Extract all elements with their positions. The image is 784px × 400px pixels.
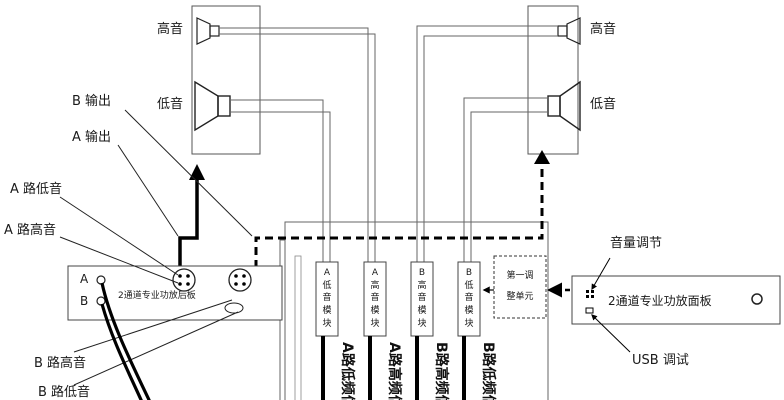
module-text: 块 [322,317,331,329]
module-a-bass: A 低 音 模 块 [315,261,339,337]
first-adjust-unit: 第一调 整单元 [493,255,547,319]
module-b-treble: B 高 音 模 块 [410,261,434,337]
label-woofer-left: 低音 [157,96,183,112]
adjust-unit-line2: 整单元 [506,290,533,302]
signal-label-b-treble: B路高频信 [433,342,450,400]
label-a-bass: A 路低音 [10,181,62,197]
module-letter: A [324,268,331,278]
label-b-treble: B 路高音 [34,355,86,371]
label-tweeter-right: 高音 [590,21,616,37]
speakon-a-icon [172,268,196,292]
module-letter: B [466,268,472,278]
module-text: 低 [464,279,473,291]
b-output-dashed-path [254,162,544,268]
module-a-treble: A 高 音 模 块 [363,261,387,337]
front-panel: 2通道专业功放面板 [571,275,781,325]
power-socket-icon [224,302,244,314]
port-b-label: B [80,294,88,308]
module-letter: A [372,268,379,278]
module-text: 高 [417,279,426,291]
adjust-unit-line1: 第一调 [506,269,533,281]
front-panel-title: 2通道专业功放面板 [608,293,712,308]
right-woofer-icon [547,80,581,132]
module-letter: B [419,268,425,278]
left-tweeter-icon [196,17,220,45]
module-text: 模 [417,305,426,316]
power-button-icon [751,293,763,305]
label-tweeter-left: 高音 [157,21,183,37]
left-woofer-icon [194,80,231,132]
signal-label-a-treble: A路高频信 [386,342,403,400]
module-text: 模 [464,305,473,316]
module-text: 模 [322,305,331,316]
rear-panel-title: 2通道专业功放后板 [118,289,196,301]
module-text: 块 [417,317,426,329]
module-text: 音 [370,291,379,303]
b-output-arrowhead [534,150,550,164]
usb-port-icon [585,307,594,314]
right-tweeter-icon [557,17,581,45]
speakon-b-icon [228,268,252,292]
left-speaker-cabinet [191,5,261,155]
module-text: 音 [322,291,331,303]
input-cables [100,282,151,400]
port-a-jack-icon [96,275,106,285]
label-b-bass: B 路低音 [38,384,90,400]
port-b-jack-icon [96,296,106,306]
a-output-arrowhead [189,164,205,180]
signal-label-a-bass: A路低频信 [339,342,356,400]
rear-panel: A B 2通道专业功放后板 [67,265,283,321]
signal-label-b-bass: B路低频信 [480,342,497,400]
label-woofer-right: 低音 [590,96,616,112]
module-text: 音 [464,291,473,303]
module-text: 低 [322,279,331,291]
usb-pointer [591,314,631,353]
label-b-output: B 输出 [72,93,111,109]
a-output-solid-path [178,178,199,268]
right-speaker-cabinet [527,5,581,155]
amplifier-board [279,221,549,400]
usb-label: USB 调试 [632,353,689,368]
module-text: 块 [464,317,473,329]
label-a-treble: A 路高音 [4,222,56,238]
signal-bars [321,336,466,400]
speaker-wires [219,25,558,262]
volume-label: 音量调节 [610,235,662,251]
port-a-label: A [80,272,89,286]
volume-pointer [591,257,611,291]
module-text: 模 [370,305,379,316]
module-text: 高 [370,279,379,291]
label-a-output: A 输出 [72,129,111,145]
module-b-bass: B 低 音 模 块 [457,261,481,337]
volume-knob-icon [586,290,594,298]
callout-lines [59,109,253,386]
module-text: 音 [417,291,426,303]
module-text: 块 [370,317,379,329]
